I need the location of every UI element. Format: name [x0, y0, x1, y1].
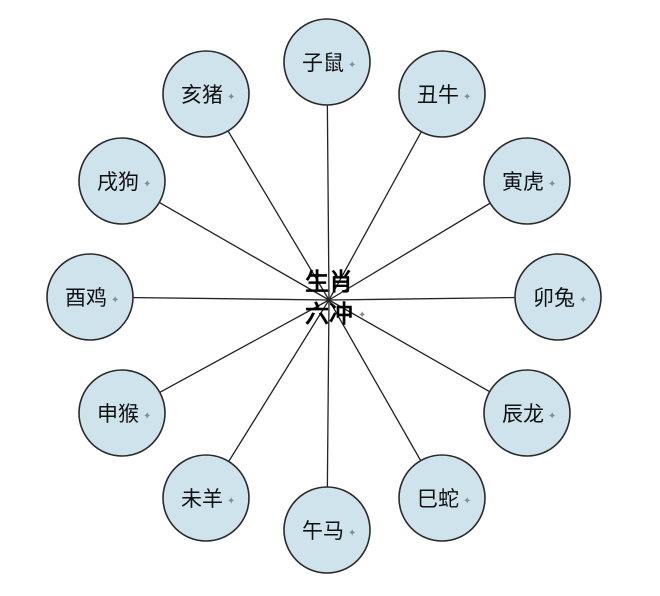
node-marker-icon: ✦: [463, 496, 471, 507]
zodiac-node: 午马 ✦: [283, 486, 371, 574]
zodiac-node: 丑牛 ✦: [398, 50, 486, 138]
node-marker-icon: ✦: [227, 496, 235, 507]
node-marker-icon: ✦: [143, 411, 151, 422]
zodiac-node-circle: [283, 18, 371, 106]
zodiac-node-circle: [514, 253, 602, 341]
spoke-lines: [89, 61, 559, 531]
node-marker-icon: ✦: [348, 528, 356, 539]
zodiac-node-label: 酉鸡: [65, 286, 107, 310]
center-marker-icon: ✦: [358, 310, 366, 321]
node-marker-icon: ✦: [227, 92, 235, 103]
zodiac-node-label: 巳蛇: [417, 487, 459, 511]
zodiac-node-label: 辰龙: [502, 402, 544, 426]
node-marker-icon: ✦: [548, 411, 556, 422]
zodiac-node-label: 未羊: [181, 487, 223, 511]
zodiac-node-circle: [78, 369, 166, 457]
center-title-line1: 生肖: [305, 268, 353, 296]
zodiac-node-label: 卯兔: [533, 286, 575, 310]
zodiac-node: 酉鸡 ✦: [46, 253, 134, 341]
zodiac-node-label: 申猴: [97, 402, 139, 426]
zodiac-node: 未羊 ✦: [162, 454, 250, 542]
zodiac-node: 戌狗 ✦: [78, 137, 166, 225]
zodiac-node-label: 戌狗: [97, 170, 139, 194]
zodiac-node-circle: [46, 253, 134, 341]
zodiac-node: 亥猪 ✦: [162, 50, 250, 138]
node-marker-icon: ✦: [348, 60, 356, 71]
zodiac-node-label: 亥猪: [181, 83, 223, 107]
zodiac-node-label: 寅虎: [502, 170, 544, 194]
zodiac-node: 申猴 ✦: [78, 369, 166, 457]
zodiac-node: 卯兔 ✦: [514, 253, 602, 341]
zodiac-node-circle: [162, 50, 250, 138]
node-marker-icon: ✦: [463, 92, 471, 103]
node-marker-icon: ✦: [548, 179, 556, 190]
zodiac-node-circle: [162, 454, 250, 542]
zodiac-node-label: 丑牛: [417, 83, 459, 107]
zodiac-node: 寅虎 ✦: [483, 137, 571, 225]
zodiac-node-circle: [283, 486, 371, 574]
node-marker-icon: ✦: [579, 295, 587, 306]
center-hub: 生肖 六冲 ✦: [305, 268, 366, 328]
zodiac-node-label: 午马: [302, 519, 344, 543]
node-marker-icon: ✦: [143, 179, 151, 190]
zodiac-node: 辰龙 ✦: [483, 369, 571, 457]
zodiac-node: 子鼠 ✦: [283, 18, 371, 106]
center-title-line2: 六冲: [305, 300, 353, 328]
zodiac-nodes: 子鼠 ✦ 丑牛 ✦ 寅虎 ✦ 卯兔 ✦ 辰龙 ✦ 巳蛇 ✦ 午马 ✦ 未羊 ✦ 申猴 ✦ 酉鸡 ✦ 戌狗 ✦ 亥猪 ✦: [46, 18, 602, 574]
zodiac-node-circle: [483, 369, 571, 457]
zodiac-node-circle: [398, 50, 486, 138]
zodiac-node: 巳蛇 ✦: [398, 454, 486, 542]
zodiac-node-circle: [398, 454, 486, 542]
node-marker-icon: ✦: [111, 295, 119, 306]
zodiac-node-circle: [483, 137, 571, 225]
zodiac-node-circle: [78, 137, 166, 225]
zodiac-node-label: 子鼠: [302, 51, 344, 75]
